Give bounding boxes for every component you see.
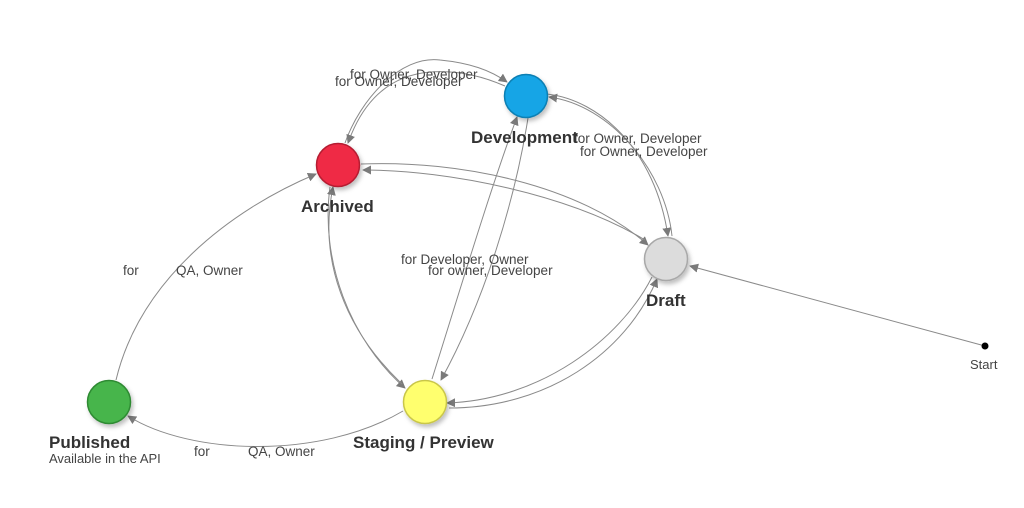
archived-label: Archived [301,197,374,216]
edge-archived-to-draft[interactable] [360,163,649,246]
development-node-circle[interactable] [503,73,549,119]
edge-staging-to-archived[interactable] [326,186,403,385]
edge-label-staging-development: for Developer, Owner [401,252,529,267]
edge-start-to-draft[interactable] [689,263,986,347]
edge-label-staging-published-post: QA, Owner [248,444,315,459]
edge-label-staging-published-pre: for [194,444,210,459]
edge-label-archived-development-a: for Owner, Developer [350,67,478,82]
edge-staging-to-draft[interactable] [448,278,658,409]
edges [115,59,986,447]
edge-label-development-draft-a: for Owner, Developer [574,131,702,146]
edge-labels: for Owner, Developer for Owner, Develope… [123,67,708,459]
edge-staging-to-published[interactable] [127,410,404,447]
staging-label: Staging / Preview [353,433,495,452]
archived-node-circle[interactable] [315,142,361,188]
node-published[interactable]: Published Available in the API [49,379,161,467]
edge-draft-to-staging[interactable] [446,276,653,408]
node-development[interactable]: Development [471,73,578,148]
development-label: Development [471,128,578,147]
edge-archived-to-development[interactable] [344,59,508,144]
node-draft[interactable]: Draft [643,236,689,311]
draft-label: Draft [646,291,686,310]
start-label: Start [970,357,998,372]
edge-archived-to-staging[interactable] [327,186,406,389]
edge-staging-to-development[interactable] [431,116,519,380]
edge-development-to-draft[interactable] [546,93,672,237]
edge-label-archived-development-b: for Owner, Developer [335,74,463,89]
edge-development-to-archived[interactable] [346,71,506,144]
edge-label-published-archived-post: QA, Owner [176,263,243,278]
edge-draft-to-archived[interactable] [362,165,646,241]
staging-node-circle[interactable] [402,379,448,425]
edge-label-development-staging: for owner, Developer [428,263,553,278]
edge-development-to-staging[interactable] [440,117,529,381]
node-start[interactable]: Start [970,342,998,373]
published-sublabel: Available in the API [49,451,161,466]
edge-published-to-archived[interactable] [115,172,317,381]
node-staging-preview[interactable]: Staging / Preview [353,379,495,453]
start-dot[interactable] [981,342,989,350]
draft-node-circle[interactable] [643,236,689,282]
node-archived[interactable]: Archived [301,142,374,217]
published-node-circle[interactable] [86,379,132,425]
edge-label-development-draft-b: for Owner, Developer [580,144,708,159]
published-label: Published [49,433,130,452]
edge-draft-to-development[interactable] [548,93,673,237]
edge-label-published-archived-pre: for [123,263,139,278]
